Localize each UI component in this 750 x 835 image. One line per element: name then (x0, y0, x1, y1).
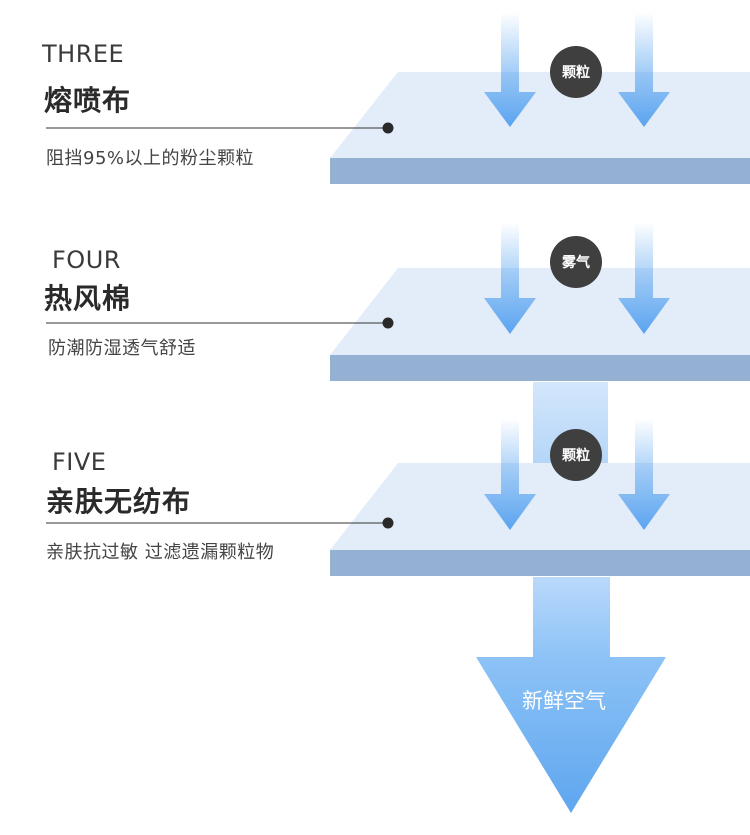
layer-description: 阻挡95%以上的粉尘颗粒 (46, 148, 255, 169)
sheet-edge (330, 355, 750, 381)
sheet-top (330, 268, 750, 355)
layer-four-graphic: 雾气 (46, 222, 750, 381)
badge-label: 颗粒 (562, 447, 590, 464)
badge-circle (550, 236, 602, 288)
layer-title: 热风棉 (44, 282, 132, 315)
leader-dot (382, 317, 394, 329)
badge-label: 雾气 (561, 254, 590, 271)
layer-description: 亲肤抗过敏 过滤遗漏颗粒物 (46, 542, 275, 563)
leader-dot (382, 517, 394, 529)
sheet-top (330, 72, 750, 158)
sheet-edge (330, 158, 750, 184)
layer-description: 防潮防湿透气舒适 (48, 338, 196, 359)
layer-number: FIVE (52, 448, 107, 476)
layer-three-graphic: 颗粒 (46, 12, 750, 184)
down-arrow-icon (618, 222, 670, 334)
layer-title: 亲肤无纺布 (46, 485, 192, 518)
sheet-top (330, 463, 750, 550)
layer-five-graphic: 颗粒 (46, 418, 750, 576)
big-down-arrow-icon (476, 577, 666, 813)
badge-label: 颗粒 (562, 64, 590, 81)
fresh-air-label: 新鲜空气 (522, 689, 606, 713)
down-arrow-icon (618, 12, 670, 127)
down-arrow-icon (484, 418, 536, 530)
down-arrow-icon (618, 418, 670, 530)
badge-circle (550, 429, 602, 481)
fresh-air-arrow: 新鲜空气 (476, 577, 666, 813)
layer-number: FOUR (52, 246, 121, 274)
layer-number: THREE (42, 40, 125, 68)
leader-dot (382, 122, 394, 134)
layer-title: 熔喷布 (44, 84, 132, 117)
badge-circle (550, 46, 602, 98)
sheet-edge (330, 550, 750, 576)
down-arrow-icon (484, 12, 536, 127)
down-arrow-icon (484, 222, 536, 334)
